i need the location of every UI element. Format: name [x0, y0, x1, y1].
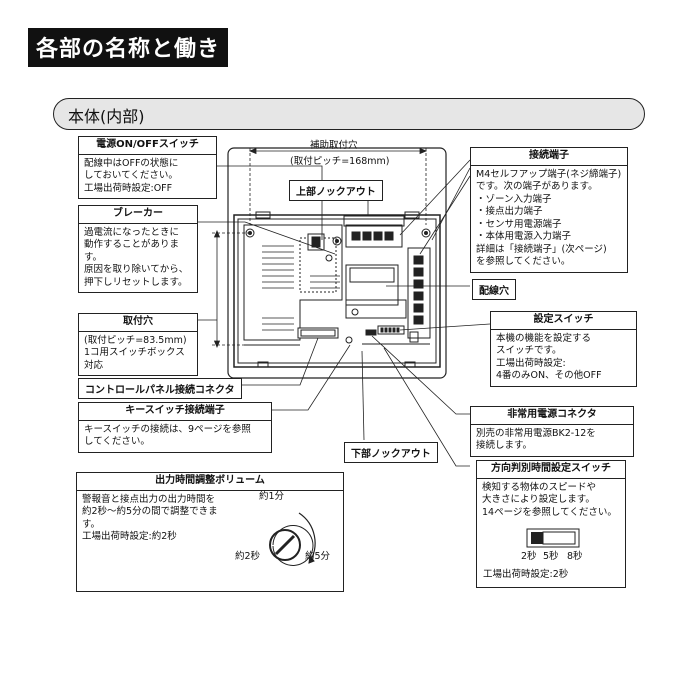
direction-switch-body: 検知する物体のスピードや 大きさにより設定します。 14ページを参照してください…: [482, 481, 617, 518]
breaker-callout: ブレーカー 過電流になったときに 動作することがあります。 原因を取り除いてから…: [78, 205, 198, 293]
output-volume-title: 出力時間調整ボリューム: [77, 473, 343, 491]
direction-switch-pos-1: 2秒: [521, 551, 537, 562]
setting-switch-title: 設定スイッチ: [491, 312, 636, 330]
slide-switch-icon: [526, 528, 580, 548]
breaker-body: 過電流になったときに 動作することがあります。 原因を取り除いてから、 押下しリ…: [84, 226, 189, 288]
emergency-power-title: 非常用電源コネクタ: [471, 407, 633, 425]
emergency-power-callout: 非常用電源コネクタ 別売の非常用電源BK2-12を 接続します。: [470, 406, 634, 457]
mount-hole-title: 取付穴: [79, 314, 197, 332]
key-switch-callout: キースイッチ接続端子 キースイッチの接続は、9ページを参照 してください。: [78, 402, 272, 453]
terminal-callout: 接続端子 M4セルフアップ端子(ネジ締端子) です。次の端子があります。 ・ゾー…: [470, 147, 628, 273]
control-panel-connector-label: コントロールパネル接続コネクタ: [78, 378, 242, 399]
breaker-title: ブレーカー: [79, 206, 197, 224]
output-volume-body: 警報音と接点出力の出力時間を 約2秒～約5分の間で調整できま す。 工場出荷時設…: [82, 493, 218, 543]
aux-hole-label: 補助取付穴: [310, 140, 358, 151]
setting-switch-body: 本機の機能を設定する スイッチです。 工場出荷時設定: 4番のみON、その他OF…: [496, 332, 602, 382]
setting-switch-callout: 設定スイッチ 本機の機能を設定する スイッチです。 工場出荷時設定: 4番のみO…: [490, 311, 637, 387]
key-switch-body: キースイッチの接続は、9ページを参照 してください。: [84, 423, 251, 448]
dial-icon: [269, 512, 316, 566]
direction-switch-pos-3: 8秒: [567, 551, 583, 562]
aux-hole-pitch: (取付ピッチ=168mm): [290, 156, 390, 167]
section-header: 本体(内部): [53, 98, 645, 130]
terminal-body: M4セルフアップ端子(ネジ締端子) です。次の端子があります。 ・ゾーン入力端子…: [476, 168, 622, 268]
section-title: 本体(内部): [68, 107, 145, 126]
mount-hole-body: (取付ピッチ=83.5mm) 1コ用スイッチボックス対応: [84, 334, 187, 371]
terminal-title: 接続端子: [471, 148, 627, 166]
power-switch-title: 電源ON/OFFスイッチ: [79, 137, 216, 155]
lower-knockout-label: 下部ノックアウト: [344, 442, 438, 463]
key-switch-title: キースイッチ接続端子: [79, 403, 271, 421]
direction-switch-title: 方向判別時間設定スイッチ: [477, 461, 625, 479]
power-switch-callout: 電源ON/OFFスイッチ 配線中はOFFの状態に しておいてください。 工場出荷…: [78, 136, 217, 199]
direction-switch-factory: 工場出荷時設定:2秒: [483, 569, 569, 580]
direction-switch-callout: 方向判別時間設定スイッチ 検知する物体のスピードや 大きさにより設定します。 1…: [476, 460, 626, 588]
mount-hole-callout: 取付穴 (取付ピッチ=83.5mm) 1コ用スイッチボックス対応: [78, 313, 198, 376]
direction-switch-pos-2: 5秒: [543, 551, 559, 562]
upper-knockout-label: 上部ノックアウト: [289, 180, 383, 201]
dial-min-label: 約2秒: [235, 551, 261, 562]
dial-max-label: 約5分: [305, 551, 331, 562]
output-volume-callout: 出力時間調整ボリューム 警報音と接点出力の出力時間を 約2秒～約5分の間で調整で…: [76, 472, 344, 592]
power-switch-body: 配線中はOFFの状態に しておいてください。 工場出荷時設定:OFF: [84, 157, 179, 194]
device-outline: [227, 147, 447, 379]
dial-mid-label: 約1分: [259, 491, 285, 502]
emergency-power-body: 別売の非常用電源BK2-12を 接続します。: [476, 427, 596, 452]
page-title: 各部の名称と働き: [28, 28, 229, 67]
wiring-hole-label: 配線穴: [472, 279, 516, 300]
